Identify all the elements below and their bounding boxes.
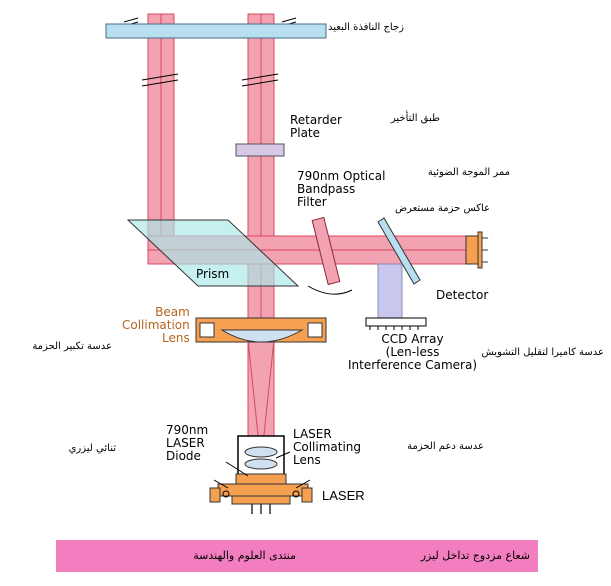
collimation-lens-assembly xyxy=(195,317,327,343)
footer-left-text: منتدى العلوم والهندسة xyxy=(193,549,296,562)
laser-diode-ar-label: ثنائي ليزري xyxy=(68,443,116,454)
ccd-beam xyxy=(377,263,403,319)
beam-splitter xyxy=(377,217,421,285)
laser-assembly xyxy=(209,435,313,514)
filter-rotation-arc xyxy=(307,285,353,295)
camera-lens-ar-label: عدسة كاميرا لتقليل التشويش xyxy=(481,347,604,358)
laser-label: LASER xyxy=(322,488,365,503)
footer-banner: شعاع مزدوج تداخل ليزر منتدى العلوم والهن… xyxy=(56,540,538,572)
bandpass-filter xyxy=(311,216,341,286)
waveguide-ar-label: ممر الموجة الضوئية xyxy=(427,167,510,178)
detector-plate xyxy=(477,231,483,269)
retarder-plate-label: Retarder Plate xyxy=(290,113,342,140)
ccd-array xyxy=(365,317,427,327)
detector-body xyxy=(465,235,479,265)
ccd-array-label: CCD Array (Len-less Interference Camera) xyxy=(348,332,477,372)
far-window-glass-label: زجاج النافذة البعيد xyxy=(328,22,404,33)
prism xyxy=(126,219,300,287)
laser-collimating-lens-label: LASER Collimating Lens xyxy=(293,427,362,467)
beam-expander-ar-label: عدسة تكبير الحزمة xyxy=(32,341,112,352)
retarder-plate xyxy=(235,143,285,157)
retarder-plate-ar-label: طبق التأخير xyxy=(390,113,440,124)
support-lens-ar-label: عدسة دعم الحزمة xyxy=(407,441,484,452)
prism-label: Prism xyxy=(196,267,230,281)
beam-collimation-lens-label: Beam Collimation Lens xyxy=(122,305,190,345)
far-window-glass xyxy=(105,23,327,39)
detector-label: Detector xyxy=(436,288,489,302)
optical-filter-label: 790nm Optical Bandpass Filter xyxy=(297,169,386,209)
beam-splitter-ar-label: عاكس حزمة مستعرض xyxy=(394,203,490,214)
footer-right-text: شعاع مزدوج تداخل ليزر xyxy=(420,549,530,562)
laser-diode-label: 790nm LASER Diode xyxy=(166,423,209,463)
